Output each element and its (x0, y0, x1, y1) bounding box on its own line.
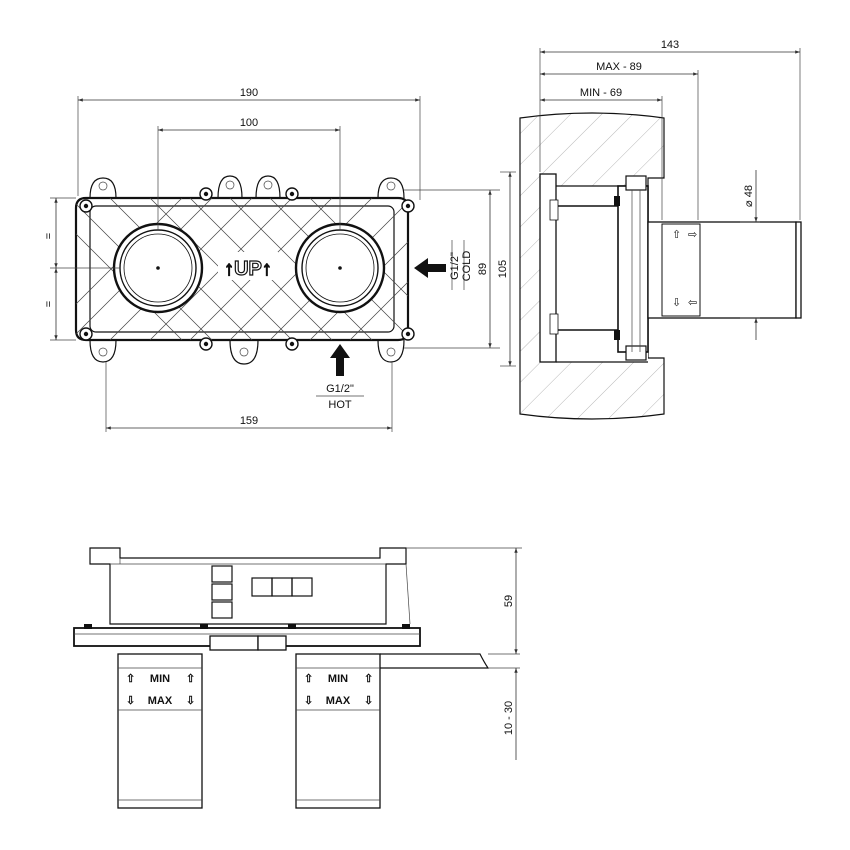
right-sleeve: ⇧ MIN ⇧ ⇩ MAX ⇩ (295, 653, 381, 809)
dim-total-143: 143 (661, 39, 679, 51)
right-sleeve-max: MAX (326, 695, 351, 707)
cold-label: COLD (461, 251, 473, 282)
dim-diameter-48: ⌀ 48 (743, 185, 755, 207)
frame-screws (79, 187, 415, 351)
up-label: ↑UP↑ (224, 258, 272, 280)
cold-inlet-size: G1/2" (449, 252, 461, 280)
right-sleeve-min: MIN (328, 673, 348, 685)
dim-height-105: 105 (497, 260, 509, 278)
svg-text:⇩: ⇩ (364, 695, 373, 707)
mounting-lugs (89, 175, 405, 365)
bottom-view: ⇧ MIN ⇧ ⇩ MAX ⇩ ⇧ MIN ⇧ ⇩ MAX ⇩ 59 10 - … (73, 547, 522, 809)
left-valve (112, 222, 204, 314)
svg-text:⇧: ⇧ (126, 673, 135, 685)
hot-inlet-size: G1/2" (326, 383, 354, 395)
dim-max-89: MAX - 89 (596, 61, 642, 73)
dim-height-59: 59 (503, 595, 515, 607)
svg-text:⇦: ⇦ (688, 297, 697, 309)
svg-text:⇧: ⇧ (186, 673, 195, 685)
hot-label: HOT (328, 399, 352, 411)
right-valve (294, 222, 386, 314)
left-sleeve-min: MIN (150, 673, 170, 685)
dim-range-10-30: 10 - 30 (503, 701, 515, 735)
dim-height-89: 89 (477, 263, 489, 275)
svg-text:⇨: ⇨ (688, 229, 697, 241)
side-body-block (617, 185, 649, 353)
front-view: ↑UP↑ 190 100 (43, 87, 516, 432)
dim-min-69: MIN - 69 (580, 87, 622, 99)
dim-width-190: 190 (240, 87, 258, 99)
cold-inlet-arrow (414, 258, 446, 278)
svg-text:⇩: ⇩ (672, 297, 681, 309)
equal-mark-bottom: = (43, 301, 55, 307)
equal-mark-top: = (43, 233, 55, 239)
svg-text:⇩: ⇩ (304, 695, 313, 707)
svg-text:⇩: ⇩ (186, 695, 195, 707)
bottom-port-blocks (211, 565, 313, 619)
svg-text:⇧: ⇧ (672, 229, 681, 241)
svg-text:⇩: ⇩ (126, 695, 135, 707)
dim-center-100: 100 (240, 117, 258, 129)
side-view: ⇧ ⇨ ⇩ ⇦ 143 MAX - 89 MIN - 69 ⌀ 48 (519, 39, 802, 420)
left-sleeve-max: MAX (148, 695, 173, 707)
svg-text:⇧: ⇧ (304, 673, 313, 685)
frame-inner (89, 205, 395, 333)
bottom-body-box (89, 547, 407, 625)
left-sleeve: ⇧ MIN ⇧ ⇩ MAX ⇩ (117, 653, 203, 809)
svg-text:⇧: ⇧ (364, 673, 373, 685)
dim-width-159: 159 (240, 415, 258, 427)
hot-inlet-arrow (330, 344, 350, 376)
